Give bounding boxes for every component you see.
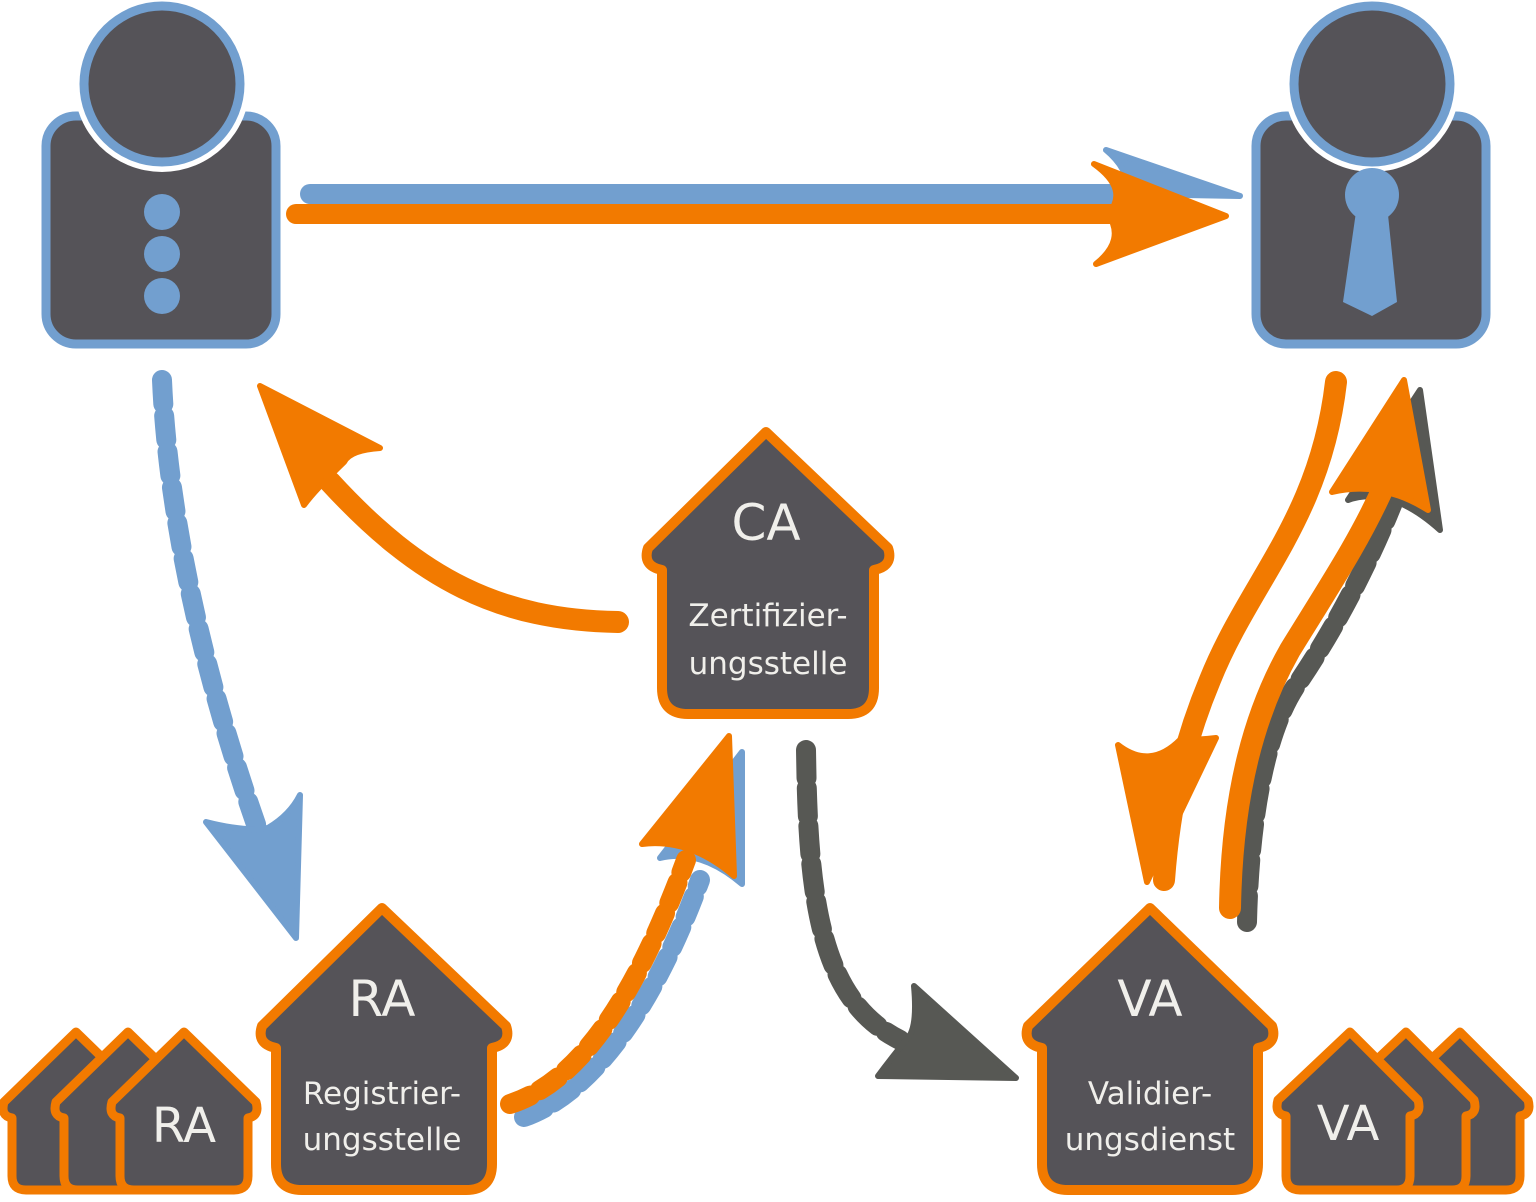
va-name-line2: ungsdienst — [1065, 1122, 1235, 1158]
arrow-user-to-relying-party — [286, 147, 1243, 267]
relying-party-actor[interactable] — [1251, 0, 1491, 349]
arrow-relying-party-to-va — [1115, 371, 1347, 891]
ra-small-stack: RA — [0, 1027, 262, 1195]
button-dot — [144, 278, 180, 314]
person-with-tie-icon — [1251, 0, 1491, 349]
va-small-stack: VA — [1272, 1027, 1534, 1195]
ca-name-line1: Zertifizier- — [688, 598, 847, 634]
arrow-ca-to-va — [796, 740, 1019, 1081]
small-house-icon — [1272, 1027, 1424, 1195]
arrow-ra-to-ca — [500, 733, 745, 1127]
ra-small-abbr: RA — [152, 1098, 216, 1154]
ra-name-line1: Registrier- — [303, 1076, 461, 1112]
ca-name-line2: ungsstelle — [689, 646, 848, 682]
user-actor[interactable] — [41, 0, 281, 349]
arrow-va-to-relying-party — [1219, 377, 1443, 932]
ra-name-line2: ungsstelle — [303, 1122, 462, 1158]
ca-node[interactable]: CA Zertifizier- ungsstelle — [641, 427, 895, 719]
button-dot — [144, 236, 180, 272]
person-with-buttons-icon — [41, 0, 281, 349]
arrow-user-to-ra — [152, 370, 303, 941]
house-icon — [255, 903, 513, 1195]
va-abbr: VA — [1117, 970, 1182, 1028]
tie-icon — [1343, 168, 1399, 316]
ra-abbr: RA — [349, 970, 416, 1028]
small-house-icon — [106, 1027, 262, 1195]
va-node[interactable]: VA Validier- ungsdienst — [1021, 903, 1279, 1195]
va-name-line1: Validier- — [1088, 1076, 1212, 1112]
house-icon — [1021, 903, 1279, 1195]
button-dot — [144, 194, 180, 230]
va-small-abbr: VA — [1317, 1096, 1380, 1152]
arrow-ca-to-user — [257, 383, 629, 633]
ra-node[interactable]: RA Registrier- ungsstelle — [255, 903, 513, 1195]
house-icon — [641, 427, 895, 719]
ca-abbr: CA — [731, 494, 800, 552]
